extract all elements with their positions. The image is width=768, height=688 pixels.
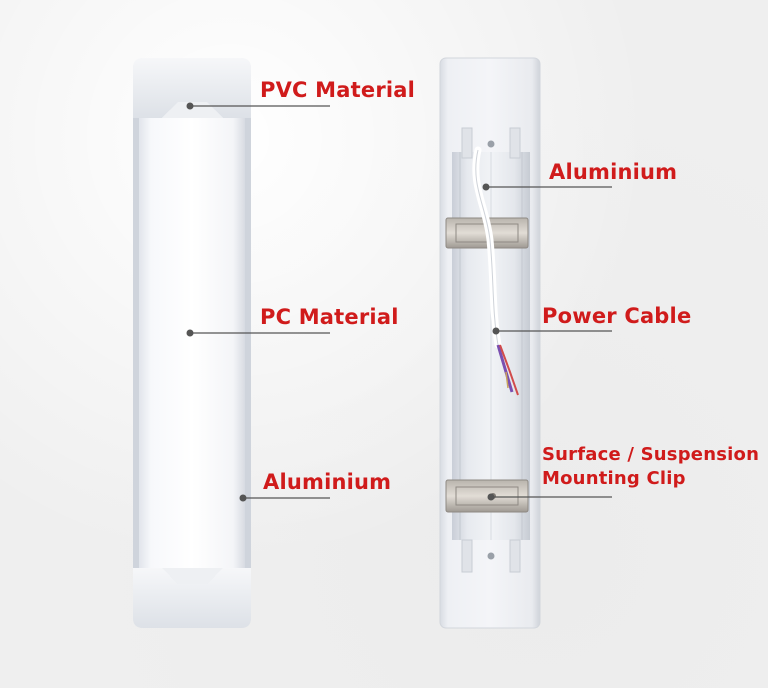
label-mounting-clip-line2: Mounting Clip — [542, 468, 686, 489]
label-aluminium-right: Aluminium — [549, 160, 678, 184]
label-mounting-clip-line1: Surface / Suspension — [542, 444, 760, 465]
leader-lines — [186, 102, 612, 502]
label-mounting-clip: Surface / Suspension Mounting Clip — [542, 443, 759, 491]
label-pvc-material: PVC Material — [260, 78, 416, 102]
label-pc-material: PC Material — [260, 305, 399, 329]
label-power-cable: Power Cable — [542, 304, 692, 328]
label-aluminium-left: Aluminium — [263, 470, 392, 494]
left-batten — [133, 58, 251, 628]
right-batten — [439, 57, 541, 629]
